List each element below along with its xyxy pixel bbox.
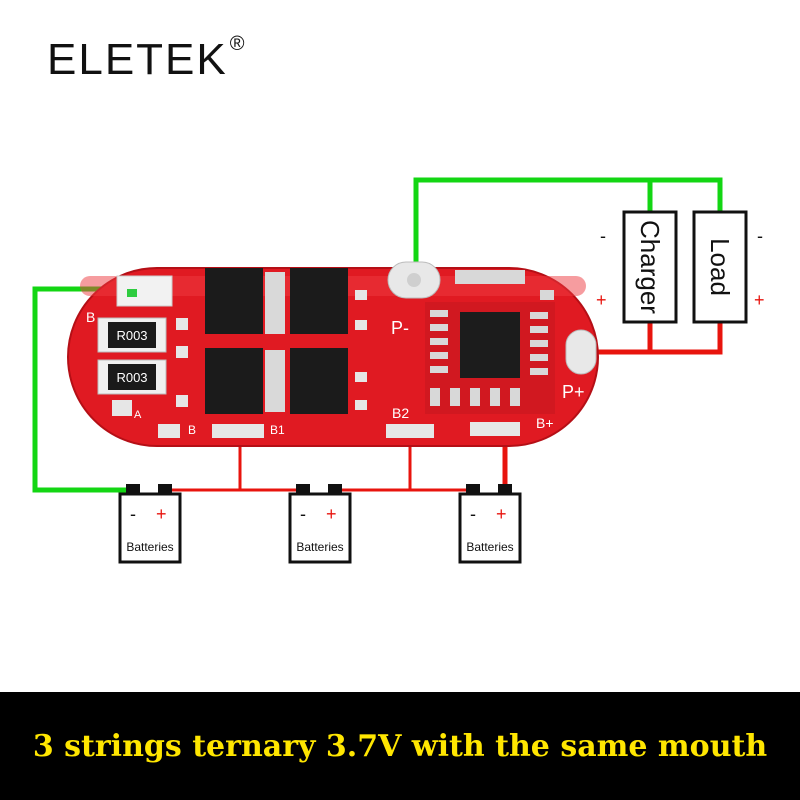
battery-2: - + Batteries xyxy=(288,484,352,564)
pad-small-left-3 xyxy=(176,395,188,407)
silk-a: A xyxy=(134,409,142,421)
mosfet-tab-2 xyxy=(265,350,285,412)
smd-12 xyxy=(450,388,460,406)
smd-components xyxy=(430,270,554,406)
battery-2-minus: - xyxy=(300,504,306,524)
resistor-1-body xyxy=(108,322,156,348)
wire-p-minus xyxy=(413,177,723,278)
smd-8 xyxy=(530,340,548,347)
smd-9 xyxy=(530,354,548,361)
silk-b: B xyxy=(86,309,95,325)
pad-b-minus xyxy=(116,275,173,307)
caption-text: 3 strings ternary 3.7V with the same mou… xyxy=(32,728,768,764)
protection-board: R003 R003 xyxy=(67,261,599,447)
load-box: Load - + xyxy=(692,210,765,324)
pad-p-minus-hole xyxy=(407,273,421,287)
load-minus-sign: - xyxy=(757,226,763,246)
silk-p-minus: P- xyxy=(391,318,409,338)
smd-17 xyxy=(540,290,554,300)
battery-3-label: Batteries xyxy=(466,540,513,554)
silk-b1: B1 xyxy=(270,423,285,437)
smd-10 xyxy=(530,368,548,375)
load-rect xyxy=(692,210,748,324)
smd-4 xyxy=(430,352,448,359)
silk-p-plus: P+ xyxy=(562,382,585,402)
pad-small-left-2 xyxy=(176,346,188,358)
smd-6 xyxy=(530,312,548,319)
smd-14 xyxy=(490,388,500,406)
mosfet-2 xyxy=(290,268,348,334)
mosfet-1 xyxy=(205,268,263,334)
led-green xyxy=(127,289,137,297)
charger-label: Charger xyxy=(635,220,665,314)
silk-b-bottom: B xyxy=(188,423,196,437)
resistor-1-label: R003 xyxy=(116,328,147,343)
ic-chip xyxy=(460,312,520,378)
pad-small-left-1 xyxy=(176,318,188,330)
battery-3-body xyxy=(458,492,522,564)
smd-5 xyxy=(430,366,448,373)
charger-minus-sign: - xyxy=(600,226,606,246)
smd-13 xyxy=(470,388,480,406)
smd-15 xyxy=(510,388,520,406)
pad-b1 xyxy=(212,424,264,438)
smd-7 xyxy=(530,326,548,333)
battery-3-minus: - xyxy=(470,504,476,524)
load-plus-sign: + xyxy=(754,290,765,310)
battery-1-plus: + xyxy=(156,504,167,524)
resistor-2-body xyxy=(108,364,156,390)
smd-11 xyxy=(430,388,440,406)
registered-mark: ® xyxy=(229,33,247,55)
pad-b-plus xyxy=(470,422,520,436)
battery-2-plus: + xyxy=(326,504,337,524)
battery-2-body xyxy=(288,492,352,564)
smd-2 xyxy=(430,324,448,331)
mosfet-pin-r1 xyxy=(355,290,367,300)
wire-p-plus xyxy=(585,322,723,355)
charger-box: Charger - + xyxy=(596,210,678,324)
mosfets xyxy=(205,268,367,414)
smd-1 xyxy=(430,310,448,317)
battery-1-minus: - xyxy=(130,504,136,524)
charger-rect xyxy=(622,210,678,324)
smd-16 xyxy=(455,270,525,284)
silk-b-plus: B+ xyxy=(536,415,554,431)
mosfet-pin-r4 xyxy=(355,400,367,410)
pad-b-bottom xyxy=(158,424,180,438)
battery-1-body xyxy=(118,492,182,564)
mosfet-4 xyxy=(290,348,348,414)
load-label: Load xyxy=(705,238,735,296)
pad-small-a xyxy=(112,400,132,416)
resistor-2-label: R003 xyxy=(116,370,147,385)
mosfet-pin-r2 xyxy=(355,320,367,330)
pad-p-plus xyxy=(565,329,597,375)
smd-3 xyxy=(430,338,448,345)
battery-1: - + Batteries xyxy=(118,484,182,564)
mosfet-tab-1 xyxy=(265,272,285,334)
charger-plus-sign: + xyxy=(596,290,607,310)
mosfet-pin-r3 xyxy=(355,372,367,382)
battery-1-label: Batteries xyxy=(126,540,173,554)
battery-3: - + Batteries xyxy=(458,484,522,564)
battery-2-label: Batteries xyxy=(296,540,343,554)
caption-bar: 3 strings ternary 3.7V with the same mou… xyxy=(0,692,800,800)
brand-logo: ELETEK® xyxy=(47,34,247,84)
wiring-diagram: R003 R003 xyxy=(32,177,765,564)
brand-name: ELETEK xyxy=(47,35,228,84)
mosfet-3 xyxy=(205,348,263,414)
pad-b2 xyxy=(386,424,434,438)
battery-3-plus: + xyxy=(496,504,507,524)
silk-b2: B2 xyxy=(392,405,409,421)
